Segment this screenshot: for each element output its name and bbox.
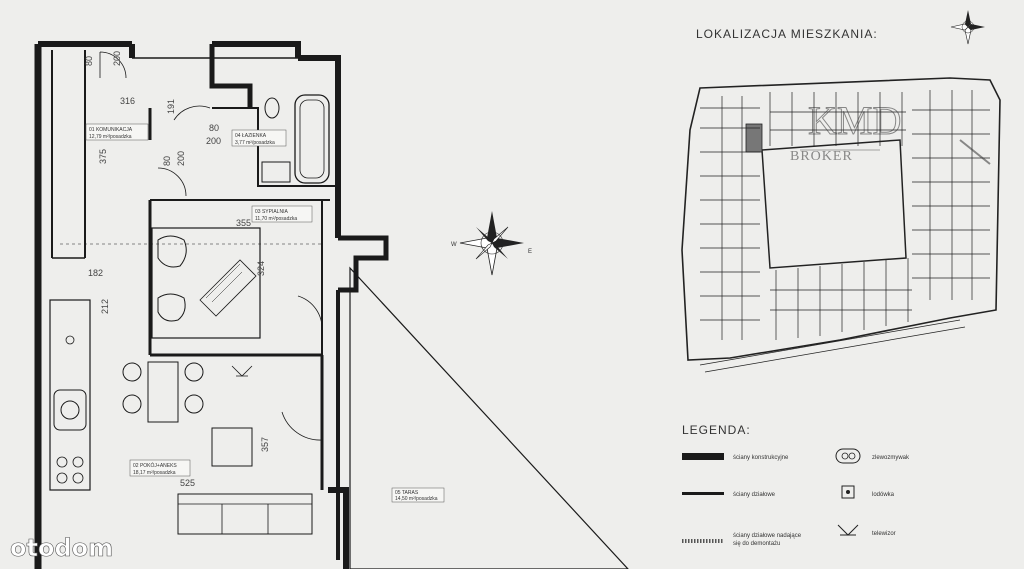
room-label-lazienka: 04 ŁAZIENKA xyxy=(235,133,267,139)
room-area-lazienka: 3,77 m²/posadzka xyxy=(235,140,275,146)
legend-swatch-partition xyxy=(682,492,724,495)
terrace-outline xyxy=(349,266,629,569)
room-label-sypialnia: 03 SYPIALNIA xyxy=(255,209,288,215)
terrace-label-box xyxy=(391,487,445,503)
dim-355: 355 xyxy=(236,218,251,228)
compass-rose-icon: W E xyxy=(451,211,532,276)
room-label-komunikacja: 01 KOMUNIKACJA xyxy=(89,127,133,133)
fridge-icon xyxy=(841,485,855,499)
dim-375: 375 xyxy=(98,149,108,164)
dim-80b: 80 xyxy=(209,123,219,133)
apartment-floor-plan xyxy=(34,41,389,569)
room-area-komunikacja: 12,79 m²/posadzka xyxy=(89,134,132,140)
legend-item-tv: telewizor xyxy=(872,531,896,537)
dim-212: 212 xyxy=(100,299,110,314)
dim-80: 80 xyxy=(84,56,94,66)
legend-item-fridge: lodówka xyxy=(872,492,895,498)
room-area-pokoj: 18,17 m²/posadzka xyxy=(133,470,176,476)
mini-compass-icon xyxy=(950,10,985,45)
dim-316: 316 xyxy=(120,96,135,106)
compass-w: W xyxy=(451,242,457,248)
svg-text:BROKER: BROKER xyxy=(790,149,853,164)
building-site-plan xyxy=(681,77,1001,373)
location-title: LOKALIZACJA MIESZKANIA: xyxy=(696,27,878,41)
dim-525: 525 xyxy=(180,478,195,488)
otodom-watermark: otodom xyxy=(10,534,113,562)
room-label-pokoj: 02 POKÓJ+ANEKS xyxy=(133,462,177,469)
dim-357: 357 xyxy=(260,437,270,452)
dim-200c: 200 xyxy=(176,151,186,166)
legend-item-sink: zlewozmywak xyxy=(872,455,910,461)
sink-icon xyxy=(835,448,861,464)
room-area-sypialnia: 11,70 m²/posadzka xyxy=(255,216,297,222)
tv-icon xyxy=(837,524,859,536)
legend-item-partition: ściany działowe xyxy=(733,492,776,498)
dim-80c: 80 xyxy=(162,156,172,166)
compass-e: E xyxy=(528,249,532,255)
dim-324: 324 xyxy=(256,261,266,276)
legend-item-structural: ściany konstrukcyjne xyxy=(733,455,789,461)
dim-200b: 200 xyxy=(206,136,221,146)
kmd-broker-logo: KMD BROKER xyxy=(790,98,991,165)
dim-182: 182 xyxy=(88,268,103,278)
legend-title: LEGENDA: xyxy=(682,423,751,437)
room-area-taras: 14,50 m²/posadzka xyxy=(395,496,438,502)
legend-swatch-structural xyxy=(682,453,724,460)
room-labels: 01 KOMUNIKACJA 12,79 m²/posadzka 04 ŁAZI… xyxy=(85,123,438,502)
dimension-labels: 80 200 316 191 375 80 200 80 200 355 324… xyxy=(84,51,270,488)
dim-191: 191 xyxy=(166,99,176,114)
dim-200: 200 xyxy=(112,51,122,66)
legend: LEGENDA: ściany konstrukcyjne ściany dzi… xyxy=(682,423,910,547)
room-label-taras: 05 TARAS xyxy=(395,490,419,496)
svg-text:KMD: KMD xyxy=(808,98,901,143)
